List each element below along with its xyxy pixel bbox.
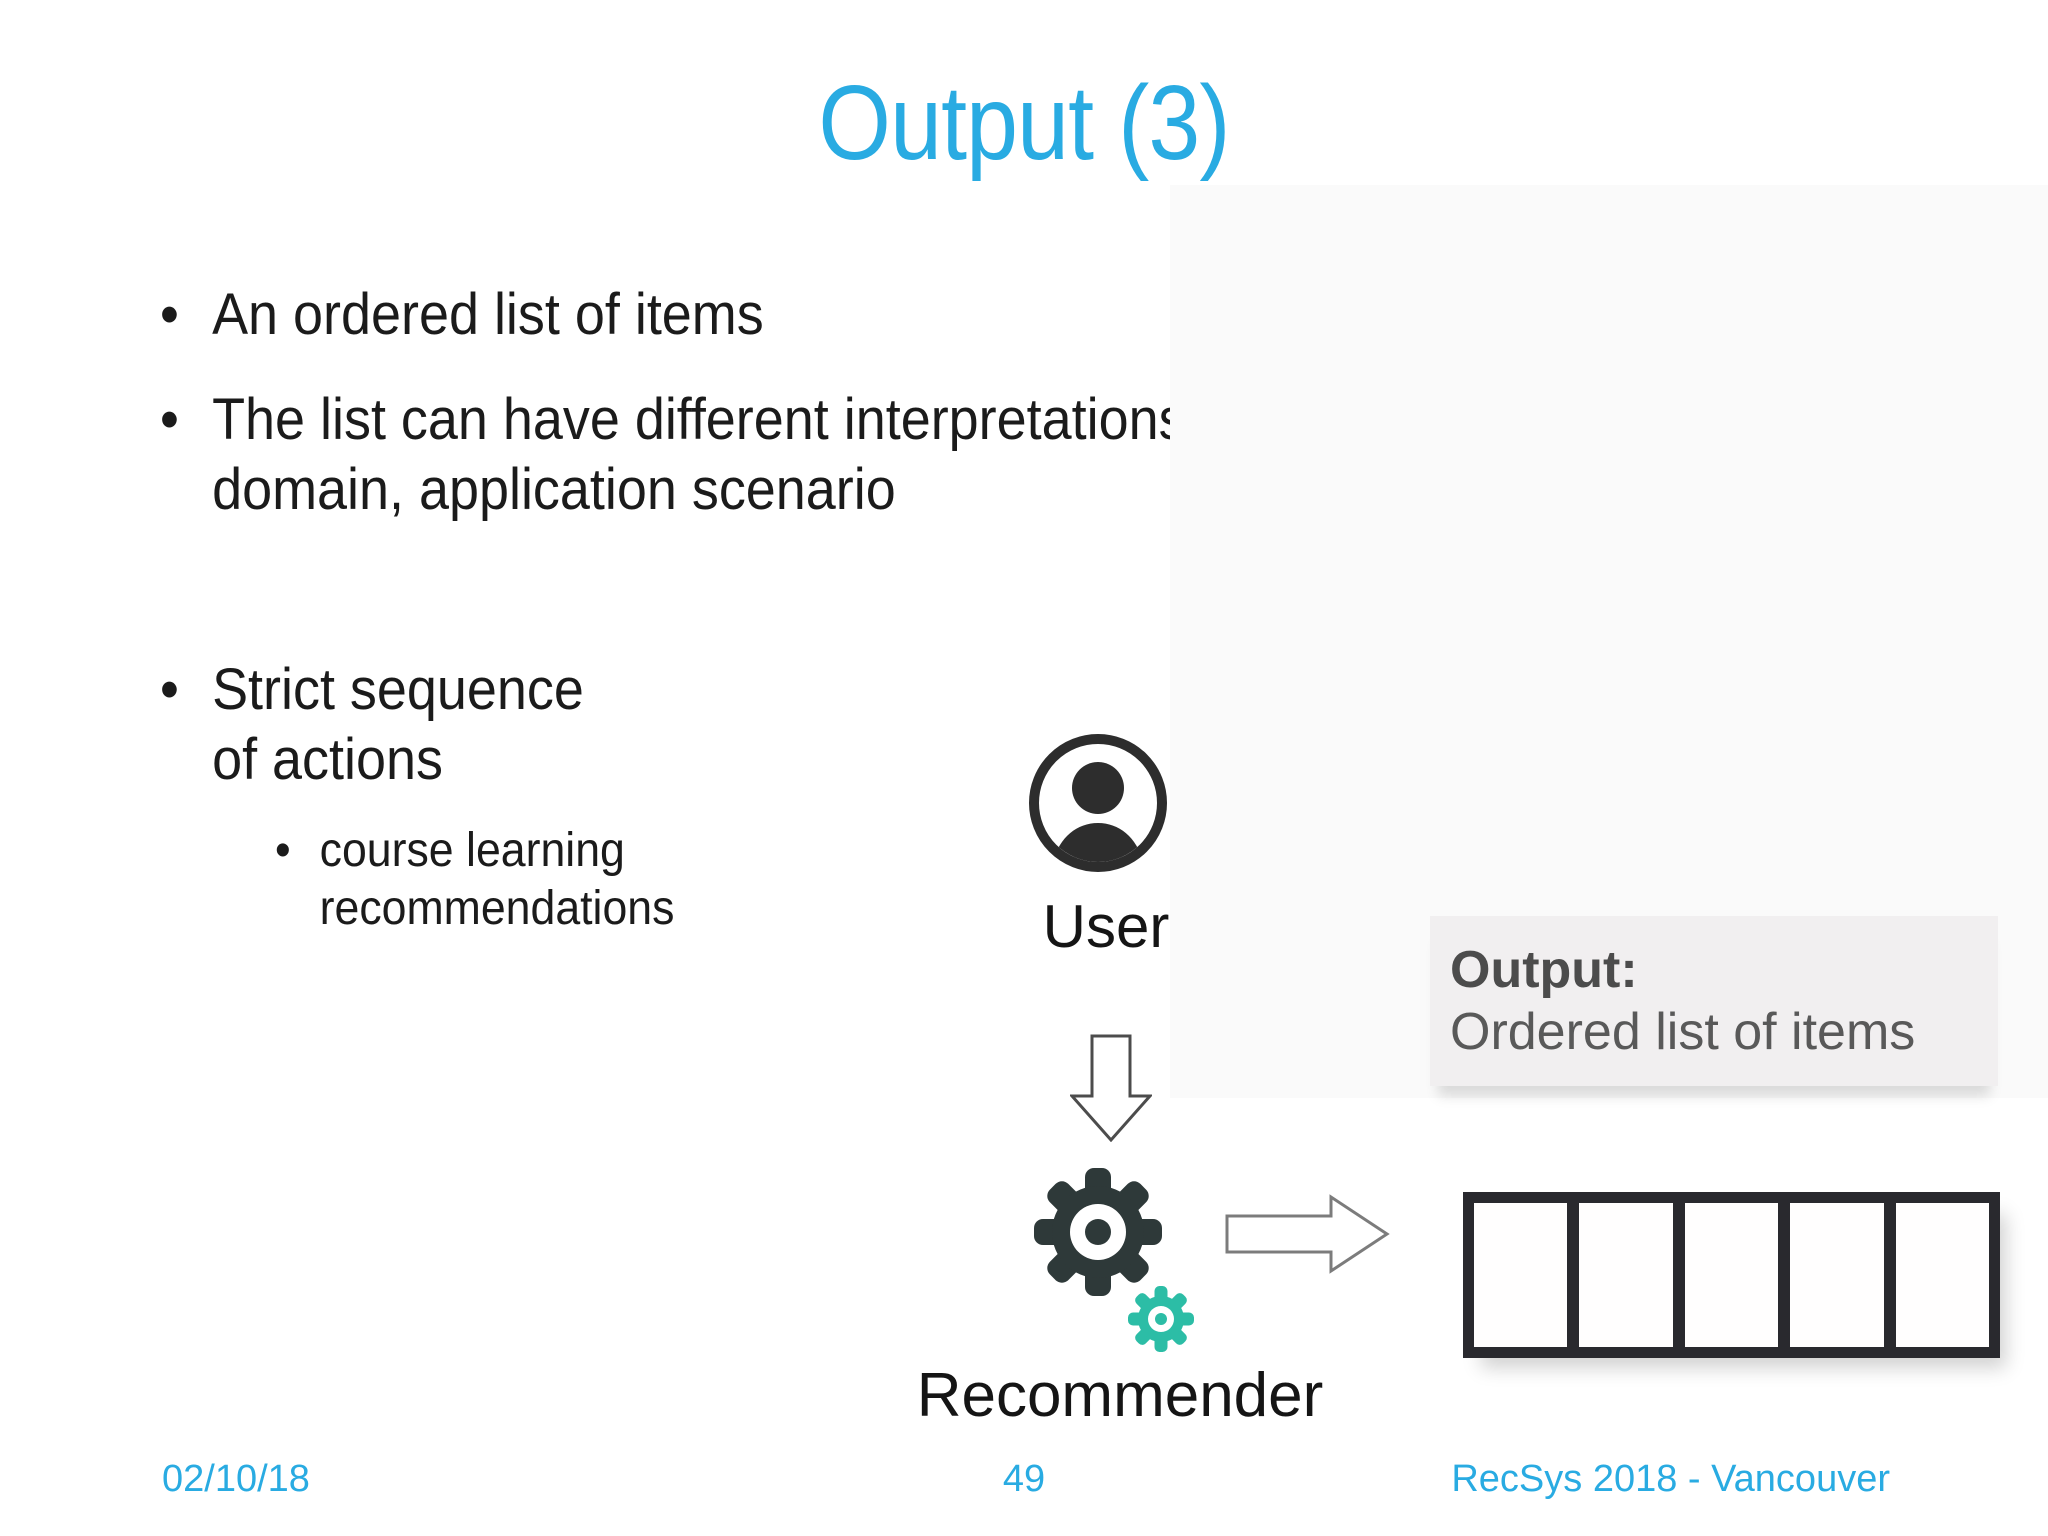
user-avatar-icon: [1029, 734, 1167, 872]
user-label: User: [1042, 893, 1170, 960]
sub-bullet-item: • course learning recommendations: [275, 822, 674, 938]
sub-bullet-text: course learning recommendations: [319, 824, 675, 935]
bullet-dot-icon: •: [275, 824, 291, 877]
down-arrow-icon: [1070, 1034, 1152, 1142]
output-note-box: Output: Ordered list of items: [1430, 916, 1998, 1086]
bullet-item: • An ordered list of items: [160, 280, 764, 350]
footer-page-number: 49: [1002, 1458, 1046, 1500]
footer-date: 02/10/18: [162, 1458, 310, 1500]
bullet-text: An ordered list of items: [212, 282, 764, 347]
ordered-list-graphic: [1463, 1192, 2000, 1358]
bullet-item: • Strict sequence of actions: [160, 655, 584, 795]
bullet-text: Strict sequence of actions: [212, 657, 584, 792]
list-cell: [1474, 1203, 1568, 1347]
list-cell: [1567, 1203, 1673, 1347]
gear-icon: [1034, 1168, 1162, 1296]
slide-title: Output (3): [818, 64, 1230, 182]
footer-conference: RecSys 2018 - Vancouver: [1451, 1458, 1890, 1500]
list-cell: [1883, 1203, 1990, 1347]
small-gear-icon: [1128, 1286, 1194, 1352]
output-note-body: Ordered list of items: [1450, 1003, 1916, 1061]
output-note-heading: Output:: [1450, 941, 1638, 999]
bullet-dot-icon: •: [160, 282, 179, 347]
right-arrow-icon: [1225, 1194, 1390, 1274]
recommender-label: Recommender: [916, 1361, 1324, 1430]
list-cell: [1778, 1203, 1884, 1347]
bullet-dot-icon: •: [160, 657, 179, 722]
list-cell: [1672, 1203, 1779, 1347]
bullet-dot-icon: •: [160, 387, 179, 452]
